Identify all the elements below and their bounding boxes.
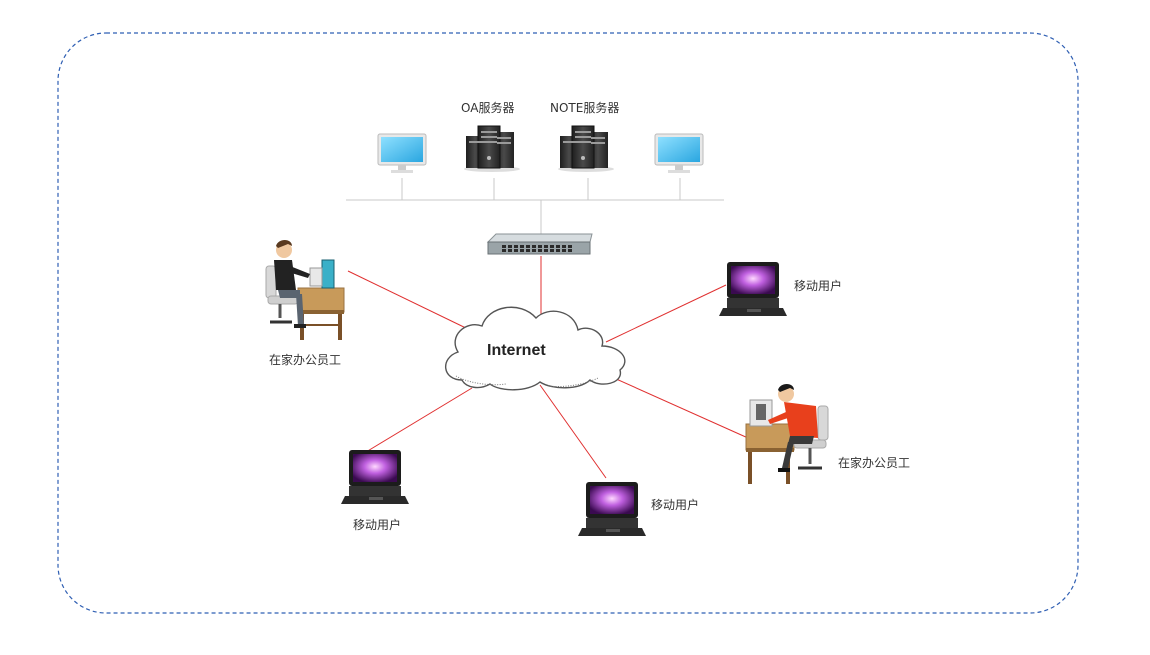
mobile-user-bottom-left-label: 移动用户 bbox=[353, 518, 402, 532]
note-server-label: NOTE服务器 bbox=[550, 101, 620, 115]
internet-links bbox=[347, 270, 749, 479]
internet-label: Internet bbox=[487, 342, 546, 359]
oa-server-label: OA服务器 bbox=[461, 101, 515, 115]
monitor-icon bbox=[377, 133, 427, 173]
cloud-icon bbox=[445, 306, 626, 391]
dashed-frame bbox=[57, 32, 1079, 614]
monitor-icon bbox=[654, 133, 704, 173]
laptop-icon bbox=[341, 450, 409, 504]
home-worker-left-label: 在家办公员工 bbox=[269, 353, 342, 367]
laptop-icon bbox=[578, 482, 646, 536]
server-icon bbox=[558, 125, 614, 172]
home-worker-icon bbox=[745, 384, 829, 484]
network-switch-icon bbox=[486, 233, 593, 255]
home-worker-right-label: 在家办公员工 bbox=[838, 456, 911, 470]
server-icon bbox=[464, 125, 520, 172]
lan-bus bbox=[346, 178, 724, 318]
home-worker-icon bbox=[265, 240, 345, 340]
mobile-user-bottom-center-label: 移动用户 bbox=[651, 498, 700, 512]
laptop-icon bbox=[719, 262, 787, 316]
mobile-user-right-label: 移动用户 bbox=[794, 279, 843, 293]
